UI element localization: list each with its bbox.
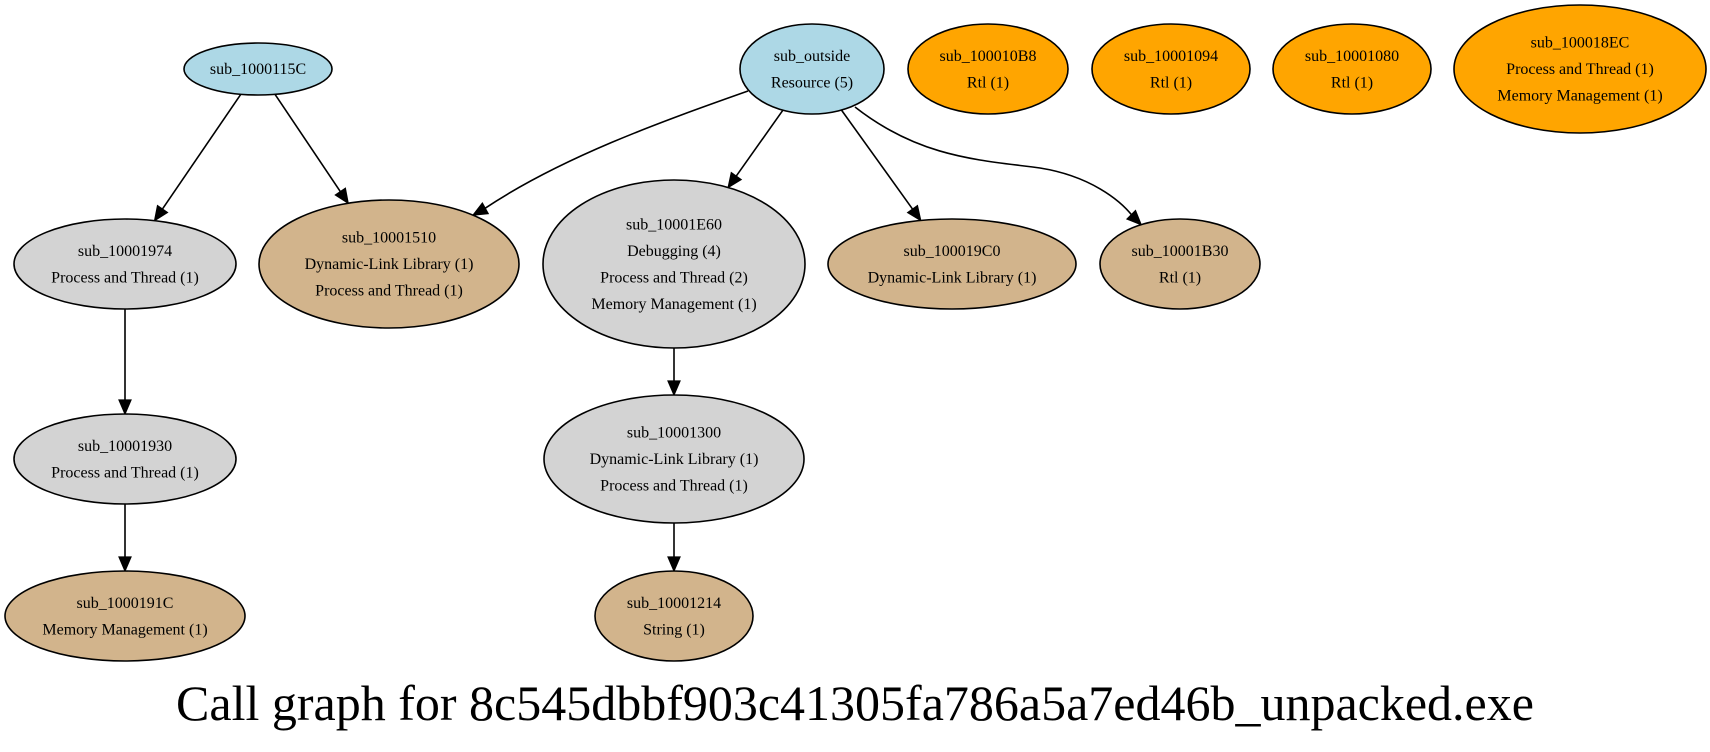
node-function-name: sub_1000115C <box>210 61 306 78</box>
node-function-name: sub_10001E60 <box>626 216 722 233</box>
node-function-name: sub_10001510 <box>342 230 436 247</box>
node-ellipse[interactable] <box>827 218 1077 310</box>
node-ellipse[interactable] <box>1453 4 1707 134</box>
edge-sub_10001930-to-sub_1000191C <box>118 504 132 573</box>
node-sub_1000191C[interactable]: sub_1000191C Memory Management (1) <box>4 570 246 662</box>
node-api-category: Dynamic-Link Library (1) <box>868 269 1037 286</box>
node-function-name: sub_100019C0 <box>904 243 1001 260</box>
edge-line <box>854 106 1134 217</box>
node-api-category: Rtl (1) <box>1150 74 1192 91</box>
arrowhead-icon <box>153 204 169 222</box>
edge-sub_outside-to-sub_10001E60 <box>727 109 784 189</box>
arrowhead-icon <box>667 556 681 573</box>
node-api-category: Process and Thread (1) <box>51 269 199 286</box>
node-api-category: Rtl (1) <box>1159 269 1201 286</box>
node-api-category: Rtl (1) <box>967 74 1009 91</box>
node-api-category: Process and Thread (1) <box>600 478 748 495</box>
node-ellipse[interactable] <box>13 218 237 310</box>
arrowhead-icon <box>1125 209 1143 226</box>
node-ellipse[interactable] <box>542 179 806 349</box>
node-api-category: Memory Management (1) <box>1497 88 1662 105</box>
arrowhead-icon <box>118 399 132 416</box>
node-ellipse[interactable] <box>594 570 754 662</box>
node-api-category: Dynamic-Link Library (1) <box>590 451 759 468</box>
edge-sub_10001E60-to-sub_10001300 <box>667 348 681 397</box>
edge-sub_10001300-to-sub_10001214 <box>667 523 681 573</box>
edge-sub_1000115C-to-sub_10001510 <box>274 93 350 205</box>
node-ellipse[interactable] <box>1272 23 1432 115</box>
node-function-name: sub_10001930 <box>78 438 172 455</box>
node-sub_1000115C[interactable]: sub_1000115C <box>183 42 333 96</box>
node-function-name: sub_10001094 <box>1124 48 1218 65</box>
node-function-name: sub_10001300 <box>627 425 721 442</box>
node-api-category: Rtl (1) <box>1331 74 1373 91</box>
node-ellipse[interactable] <box>183 42 333 96</box>
node-ellipse[interactable] <box>258 199 520 329</box>
edge-sub_outside-to-sub_100019C0 <box>840 109 922 222</box>
node-function-name: sub_10001214 <box>627 595 721 612</box>
node-api-category: Resource (5) <box>771 74 853 91</box>
node-ellipse[interactable] <box>739 23 885 115</box>
arrowhead-icon <box>118 556 132 573</box>
arrowhead-icon <box>334 187 350 205</box>
edge-sub_outside-to-sub_10001B30 <box>854 106 1143 226</box>
node-sub_100018EC[interactable]: sub_100018EC Process and Thread (1) Memory… <box>1453 4 1707 134</box>
node-api-category: Process and Thread (1) <box>1506 61 1654 78</box>
edge-sub_outside-to-sub_10001510 <box>471 90 749 216</box>
node-api-category: Dynamic-Link Library (1) <box>305 256 474 273</box>
node-ellipse[interactable] <box>4 570 246 662</box>
edge-line <box>734 109 784 179</box>
node-api-category: Memory Management (1) <box>42 621 207 638</box>
node-ellipse[interactable] <box>907 23 1069 115</box>
node-api-category: Process and Thread (1) <box>315 283 463 300</box>
node-ellipse[interactable] <box>543 394 805 524</box>
node-ellipse[interactable] <box>1099 218 1261 310</box>
edge-line <box>483 90 749 210</box>
node-function-name: sub_10001974 <box>78 243 172 260</box>
edge-line <box>160 93 242 212</box>
node-api-category: Process and Thread (2) <box>600 269 748 286</box>
arrowhead-icon <box>471 202 490 216</box>
node-ellipse[interactable] <box>1091 23 1251 115</box>
graph-title: Call graph for 8c545dbbf903c41305fa786a5… <box>176 675 1534 731</box>
node-function-name: sub_1000191C <box>77 595 174 612</box>
edges-layer <box>118 90 1143 573</box>
node-api-category: Process and Thread (1) <box>51 464 199 481</box>
node-function-name: sub_outside <box>774 48 850 65</box>
edge-sub_1000115C-to-sub_10001974 <box>153 93 242 222</box>
node-function-name: sub_100010B8 <box>940 48 1037 65</box>
node-function-name: sub_10001B30 <box>1132 243 1229 260</box>
arrowhead-icon <box>906 204 922 222</box>
node-api-category: String (1) <box>643 621 705 638</box>
arrowhead-icon <box>727 171 743 189</box>
edge-line <box>274 93 343 194</box>
node-function-name: sub_100018EC <box>1531 35 1630 52</box>
edge-sub_10001974-to-sub_10001930 <box>118 309 132 416</box>
arrowhead-icon <box>667 380 681 397</box>
node-api-category: Debugging (4) <box>627 243 721 260</box>
node-api-category: Memory Management (1) <box>591 296 756 313</box>
node-function-name: sub_10001080 <box>1305 48 1399 65</box>
node-ellipse[interactable] <box>13 413 237 505</box>
edge-line <box>840 109 915 212</box>
